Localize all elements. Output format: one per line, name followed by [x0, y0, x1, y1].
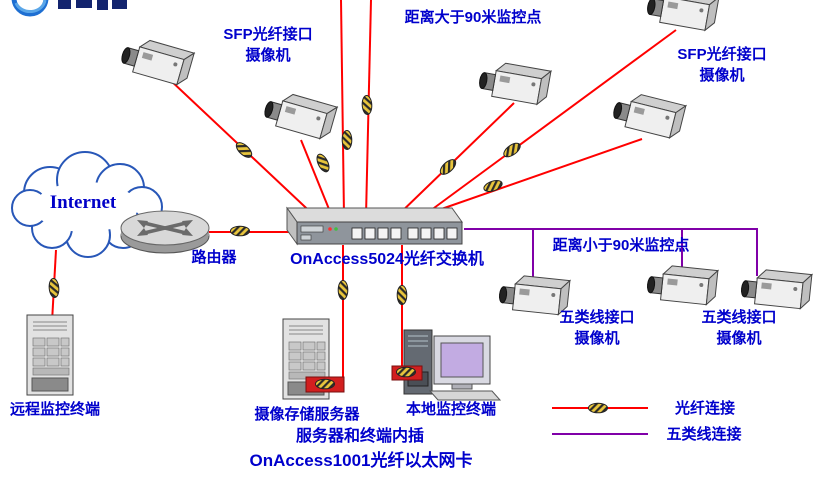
camera-icon: [610, 88, 687, 141]
camera-icon: [739, 267, 813, 310]
label-far-note: 距离大于90米监控点: [404, 9, 542, 26]
fiber-connector-icon: [315, 378, 335, 390]
label-cat5-camera-right: 五类线接口 摄像机: [682, 307, 796, 349]
label-line: 五类线接口: [701, 309, 777, 326]
fiber-connector-icon: [314, 151, 332, 175]
camera-icon: [118, 33, 195, 88]
cat5-link: [464, 228, 758, 276]
camera-icon: [261, 87, 338, 142]
fiber-connector-icon: [47, 277, 61, 299]
label-line: SFP光纤接口: [677, 46, 767, 63]
label-legend-cat5: 五类线连接: [666, 426, 742, 443]
label-internet: Internet: [49, 192, 117, 213]
label-nic-note-2: OnAccess1001光纤以太网卡: [249, 451, 473, 470]
camera-icon: [476, 58, 552, 107]
label-remote-terminal: 远程监控终端: [9, 401, 100, 418]
label-router: 路由器: [191, 249, 237, 266]
fiber-link: [300, 139, 334, 220]
label-legend-fiber: 光纤连接: [674, 400, 735, 417]
cat5-links: [464, 228, 758, 435]
fiber-connector-icon: [337, 280, 349, 300]
label-line: 摄像机: [716, 330, 762, 347]
switch-icon: [286, 206, 463, 246]
fiber-connector-icon: [396, 285, 408, 305]
fiber-link: [418, 29, 677, 220]
fiber-connector-icon: [481, 177, 505, 195]
fiber-link: [340, 0, 345, 217]
label-sfp-camera-right: SFP光纤接口 摄像机: [658, 44, 786, 86]
switch-ports: [351, 227, 458, 240]
fiber-connector-icon: [230, 225, 250, 237]
label-line: SFP光纤接口: [223, 26, 313, 43]
server-tower-icon: [26, 314, 74, 396]
camera-icon: [645, 263, 719, 306]
fiber-connector-icon: [588, 402, 608, 414]
fiber-connector-icon: [361, 94, 373, 116]
label-nic-note-1: 服务器和终端内插: [295, 428, 424, 445]
label-line: 摄像机: [245, 47, 291, 64]
fiber-link: [406, 138, 643, 222]
label-local-terminal: 本地监控终端: [405, 401, 496, 418]
label-sfp-camera-left: SFP光纤接口 摄像机: [204, 24, 332, 66]
local-terminal-icon: [403, 329, 502, 401]
router-arrows: [143, 221, 187, 235]
label-switch: OnAccess5024光纤交换机: [290, 251, 484, 268]
camera-icon: [644, 0, 720, 33]
label-line: 摄像机: [574, 330, 620, 347]
label-near-note: 距离小于90米监控点: [552, 237, 690, 254]
fiber-connector-icon: [341, 129, 353, 151]
label-line: 五类线接口: [559, 309, 635, 326]
router-icon: [120, 210, 210, 254]
label-cat5-camera-left: 五类线接口 摄像机: [540, 307, 654, 349]
label-storage-server: 摄像存储服务器: [254, 406, 360, 423]
fiber-connector-icon: [396, 366, 416, 378]
label-line: 摄像机: [699, 67, 745, 84]
brand-logo: [11, 0, 127, 17]
